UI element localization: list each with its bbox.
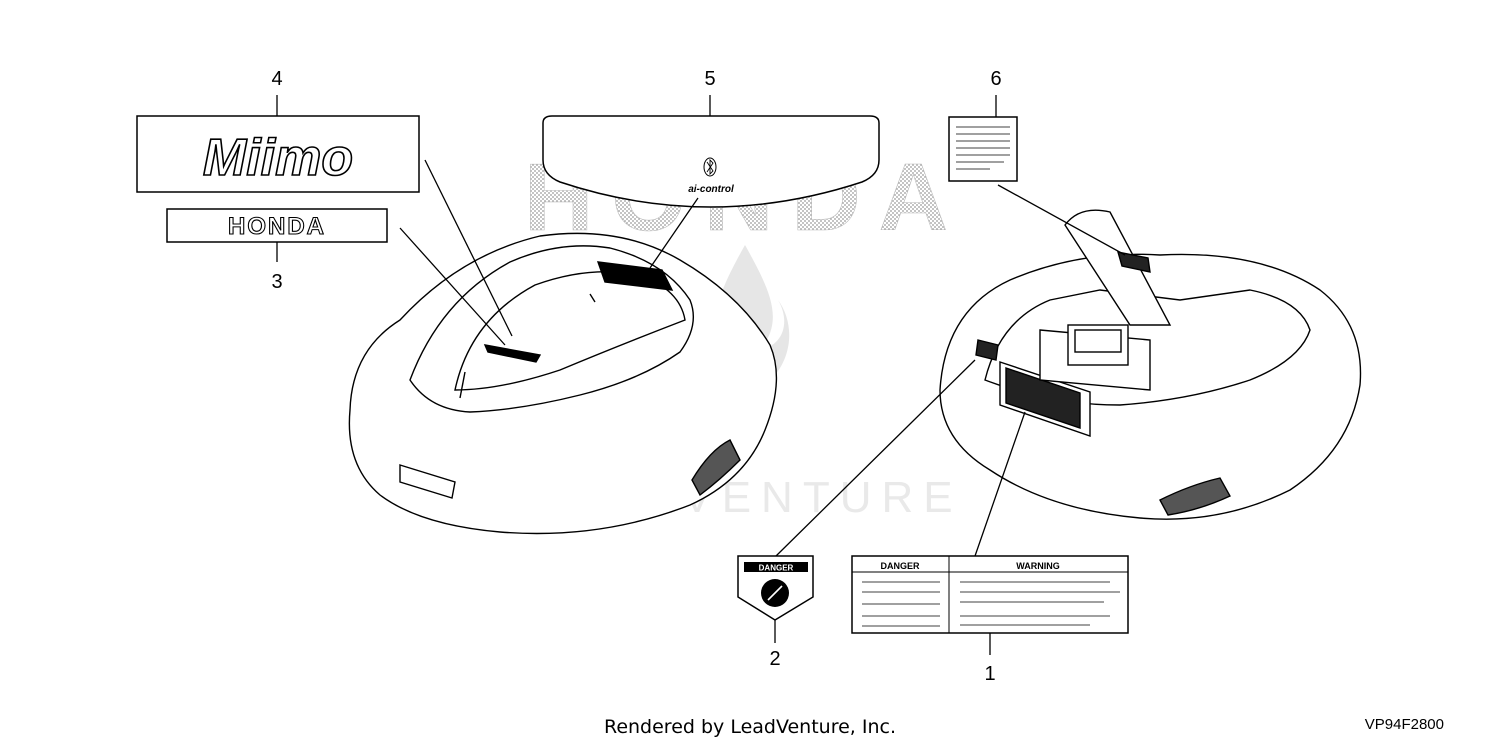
part-4-miimo-decal[interactable]: Miimo [136,115,420,193]
callout-6: 6 [990,68,1001,90]
danger-small-text: DANGER [759,564,794,573]
bluetooth-icon [703,157,717,177]
mower-rear-view [939,209,1362,520]
part-5-visor-decal[interactable]: ai-control [542,115,880,208]
part-code: VP94F2800 [1364,716,1444,733]
part-1-warning-label[interactable]: DANGER WARNING [851,555,1129,634]
callout-1: 1 [984,663,995,685]
part-2-danger-decal[interactable]: DANGER [737,555,814,621]
honda-emblem-text: HONDA [228,213,326,240]
part-3-honda-emblem[interactable]: HONDA [166,208,388,243]
callout-4: 4 [271,68,282,90]
leader-visor-to-mower [649,197,699,269]
leader-honda-to-mower [399,227,506,346]
footer-credit: Rendered by LeadVenture, Inc. [603,716,897,738]
part-6-info-label[interactable] [948,116,1018,182]
miimo-logo-text: Miimo [203,129,353,187]
visor-text: ai-control [688,184,734,195]
leader-warning-to-mower [974,411,1026,557]
callout-3: 3 [271,271,282,293]
leader-miimo-to-mower [424,159,513,337]
callout-2: 2 [769,648,780,670]
mower-front-view [348,232,778,535]
callout-numbers: 4 3 5 6 2 1 [271,68,1001,685]
leader-lines [276,95,1126,655]
leader-danger-to-mower [775,359,976,557]
warning-panel-warning-text: WARNING [1016,561,1060,571]
warning-panel-danger-text: DANGER [880,561,920,571]
leader-label-to-lid [997,184,1126,256]
callout-5: 5 [704,68,715,90]
